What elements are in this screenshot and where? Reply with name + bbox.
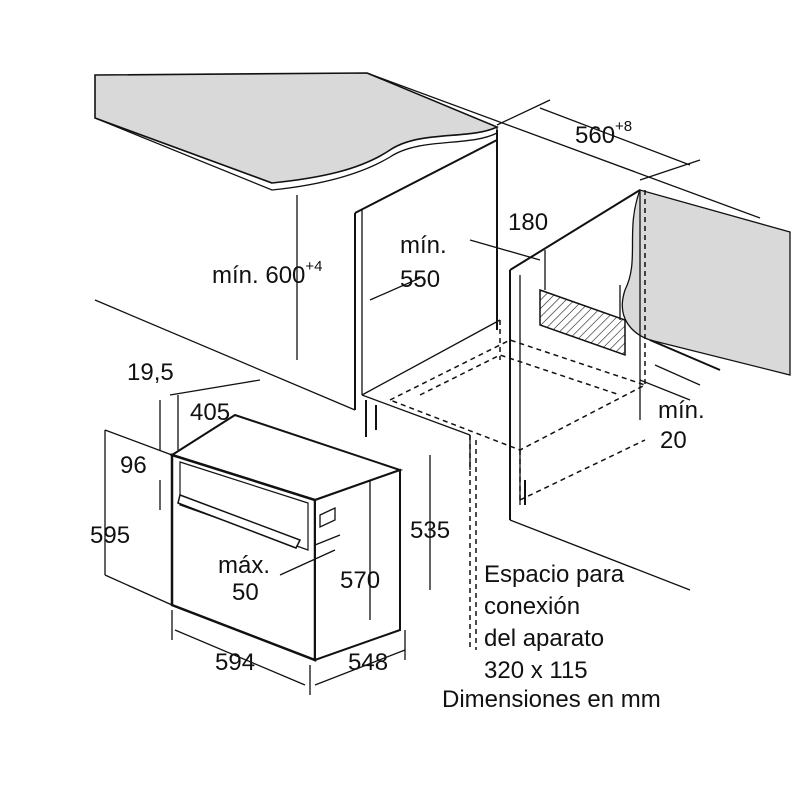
label-total-width: 594: [215, 649, 255, 676]
label-max-value: 50: [232, 579, 259, 606]
note-line-1: Espacio para: [484, 561, 625, 588]
label-width-niche: 560+8: [575, 118, 632, 149]
label-min-height: mín. 600+4: [212, 258, 323, 289]
label-min-gap-prefix: mín.: [658, 397, 705, 424]
oven: [169, 413, 404, 662]
connection-box: [539, 250, 626, 357]
note-line-4: 320 x 115: [484, 657, 588, 684]
dimension-lines: [104, 99, 701, 695]
right-cabinet: [509, 189, 791, 591]
label-min-gap: 20: [660, 427, 687, 454]
note-line-3: del aparato: [484, 625, 604, 652]
label-total-depth: 548: [348, 649, 388, 676]
units-note: Dimensiones en mm: [442, 686, 661, 713]
label-total-height: 595: [90, 522, 130, 549]
door-handle: [177, 494, 302, 549]
label-side-height: 535: [410, 517, 450, 544]
label-top-offset: 96: [120, 452, 147, 479]
countertop: [94, 72, 761, 219]
label-max-prefix: máx.: [218, 552, 270, 579]
note-line-2: conexión: [484, 593, 580, 620]
label-min-depth-prefix: mín.: [400, 232, 447, 259]
niche-outline: [388, 190, 647, 650]
label-front-height: 570: [340, 567, 380, 594]
label-depth-connection: 180: [508, 209, 548, 236]
label-top-depth: 405: [190, 399, 230, 426]
label-min-depth: 550: [400, 266, 440, 293]
label-door-offset: 19,5: [127, 359, 174, 386]
